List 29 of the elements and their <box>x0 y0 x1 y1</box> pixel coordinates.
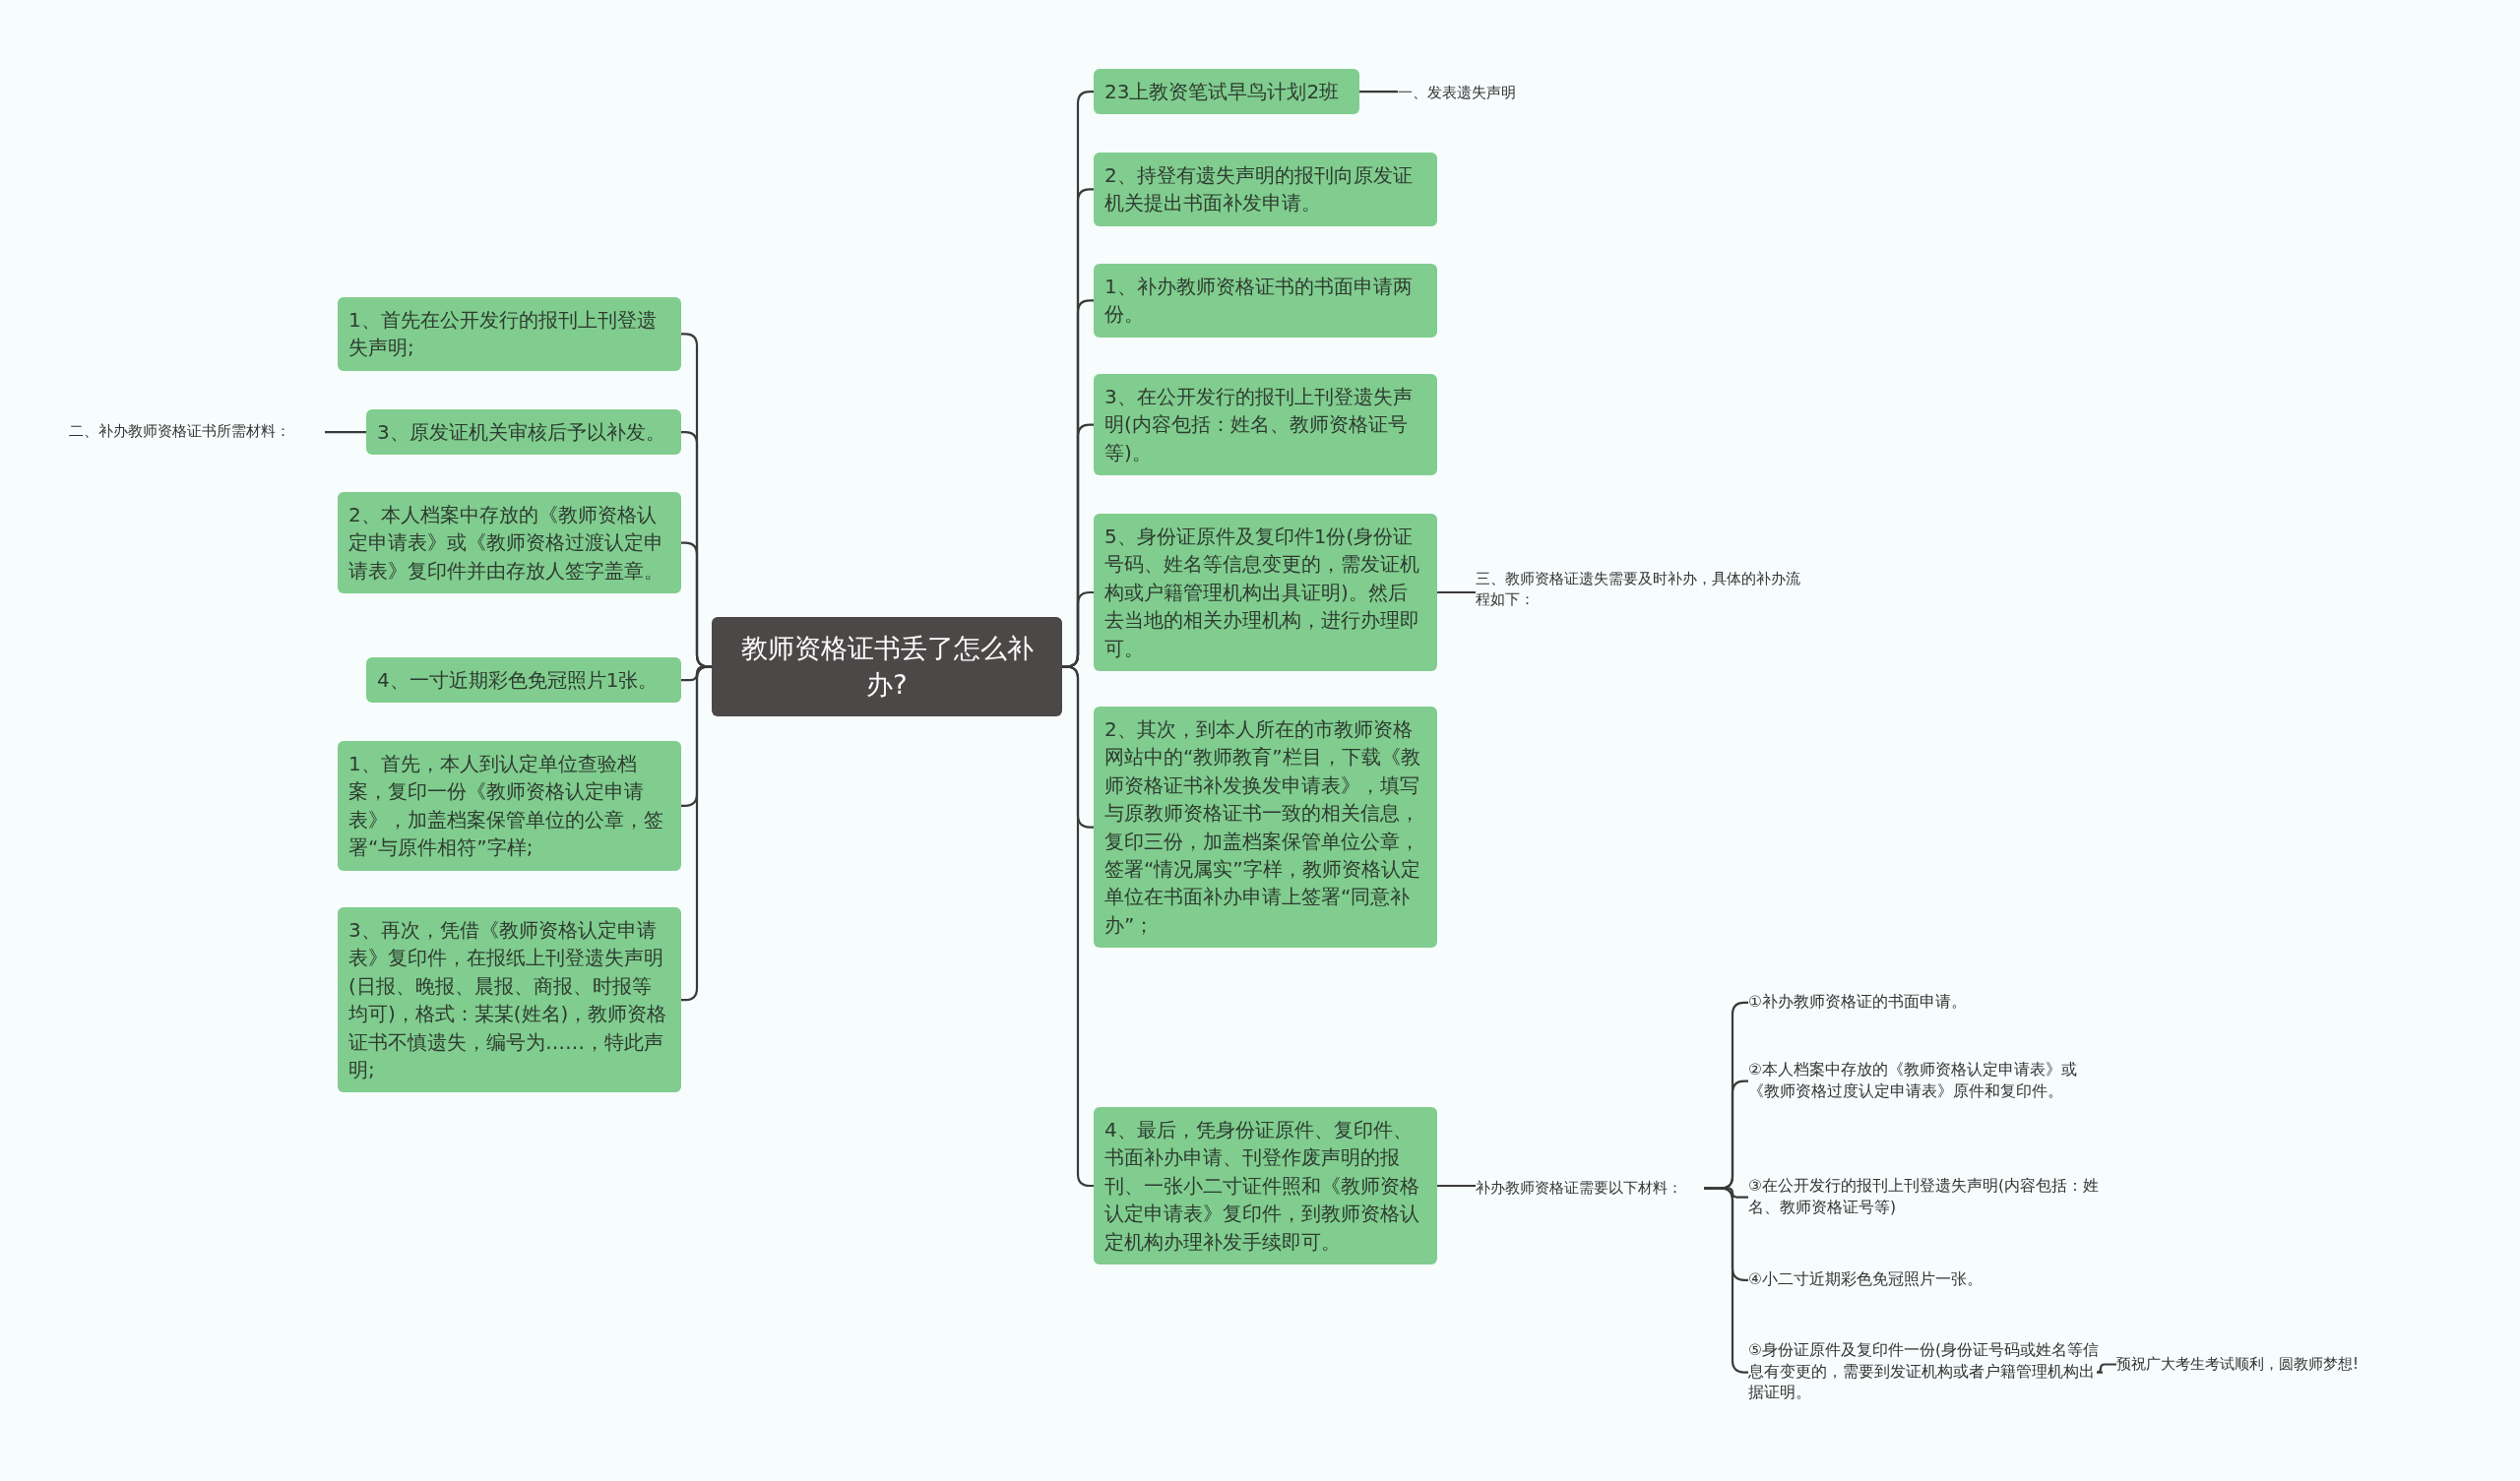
topic-text: 一、发表遗失声明 <box>1398 83 1555 103</box>
topic-box: 1、首先在公开发行的报刊上刊登遗失声明; <box>338 297 681 371</box>
topic-text: 预祝广大考生考试顺利，圆教师梦想! <box>2116 1354 2471 1375</box>
connector-line <box>2095 1363 2116 1374</box>
topic-box: 5、身份证原件及复印件1份(身份证号码、姓名等信息变更的，需发证机构或户籍管理机构出具证明)。然后去当地的相关办理机构，进行办理即可。 <box>1094 514 1437 671</box>
connector-line <box>1437 590 1476 594</box>
topic-box: 23上教资笔试早鸟计划2班 <box>1094 69 1359 115</box>
topic-box: 4、最后，凭身份证原件、复印件、书面补办申请、刊登作废声明的报刊、一张小二寸证件照和《教师资格认定申请表》复印件，到教师资格认定机构办理补发手续即可。 <box>1094 1107 1437 1265</box>
topic-text: ②本人档案中存放的《教师资格认定申请表》或《教师资格过度认定申请表》原件和复印件。 <box>1748 1060 2103 1103</box>
topic-box: 2、其次，到本人所在的市教师资格网站中的“教师教育”栏目，下载《教师资格证书补发换发申请表》，填写与原教师资格证书一致的相关信息，复印三份，加盖档案保管单位公章，签署“情况属实”字样，教师资格认定单位在书面补办申请上签署“同意补办”； <box>1094 707 1437 949</box>
topic-box: 1、首先，本人到认定单位查验档案，复印一份《教师资格认定申请表》，加盖档案保管单位的公章，签署“与原件相符”字样; <box>338 741 681 871</box>
topic-text: ①补办教师资格证的书面申请。 <box>1748 992 2103 1014</box>
topic-box: 2、持登有遗失声明的报刊向原发证机关提出书面补发申请。 <box>1094 153 1437 226</box>
connector-line <box>325 431 366 434</box>
topic-text: ⑤身份证原件及复印件一份(身份证号码或姓名等信息有变更的，需要到发证机构或者户籍管理机构出据证明。 <box>1748 1340 2103 1405</box>
topic-text: 补办教师资格证需要以下材料： <box>1476 1178 1704 1199</box>
topic-box: 2、本人档案中存放的《教师资格认定申请表》或《教师资格过渡认定申请表》复印件并由存放人签字盖章。 <box>338 492 681 594</box>
central-topic: 教师资格证书丢了怎么补办? <box>712 617 1062 716</box>
connector-line <box>1359 91 1398 93</box>
topic-text: 二、补办教师资格证书所需材料： <box>69 421 325 442</box>
topic-box: 3、原发证机关审核后予以补发。 <box>366 409 681 456</box>
topic-box: 3、再次，凭借《教师资格认定申请表》复印件，在报纸上刊登遗失声明(日报、晚报、晨报、商报、时报等均可)，格式：某某(姓名)，教师资格证书不慎遗失，编号为……，特此声明; <box>338 907 681 1093</box>
topic-box: 4、一寸近期彩色免冠照片1张。 <box>366 657 681 704</box>
topic-box: 1、补办教师资格证书的书面申请两份。 <box>1094 264 1437 338</box>
topic-text: ③在公开发行的报刊上刊登遗失声明(内容包括：姓名、教师资格证号等) <box>1748 1176 2103 1219</box>
topic-text: ④小二寸近期彩色免冠照片一张。 <box>1748 1269 2103 1291</box>
topic-box: 3、在公开发行的报刊上刊登遗失声明(内容包括：姓名、教师资格证号等)。 <box>1094 374 1437 476</box>
connector-line <box>1437 1184 1476 1188</box>
topic-text: 三、教师资格证遗失需要及时补办，具体的补办流程如下： <box>1476 569 1810 610</box>
